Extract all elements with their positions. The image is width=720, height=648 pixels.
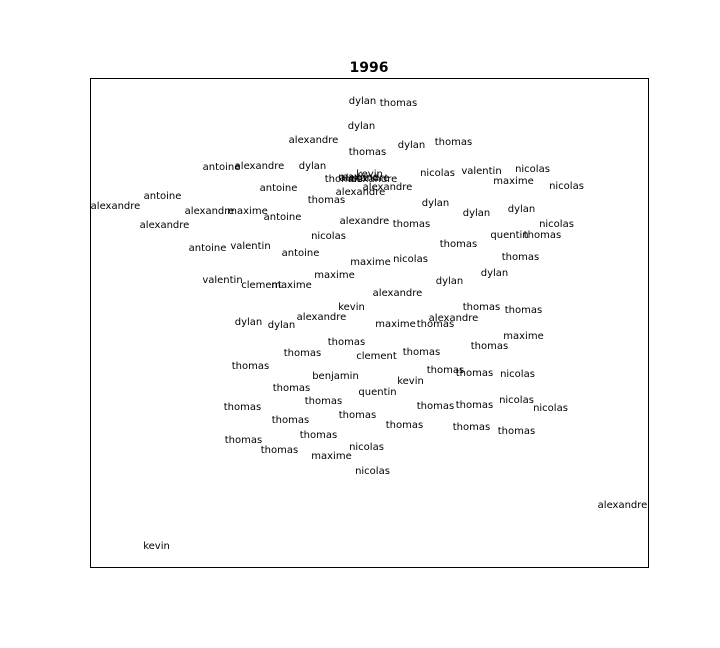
point-label: thomas	[498, 426, 535, 437]
point-label: antoine	[282, 248, 320, 259]
point-label: alexandre	[598, 500, 648, 511]
point-label: thomas	[524, 230, 561, 241]
point-label: thomas	[284, 348, 321, 359]
point-label: maxime	[375, 319, 415, 330]
point-label: dylan	[463, 208, 491, 219]
plot-frame	[90, 78, 649, 568]
point-label: thomas	[417, 401, 454, 412]
point-label: thomas	[272, 415, 309, 426]
point-label: kevin	[356, 169, 383, 180]
point-label: kevin	[143, 541, 170, 552]
point-label: clement	[241, 280, 282, 291]
point-label: thomas	[403, 347, 440, 358]
point-label: nicolas	[311, 231, 346, 242]
point-label: nicolas	[420, 168, 455, 179]
point-label: thomas	[440, 239, 477, 250]
point-label: clement	[356, 351, 397, 362]
point-label: thomas	[380, 98, 417, 109]
point-label: thomas	[386, 420, 423, 431]
point-label: benjamin	[312, 371, 359, 382]
point-label: alexandre	[348, 174, 398, 185]
point-label: dylan	[436, 276, 464, 287]
point-label: valentin	[461, 166, 501, 177]
point-label: dylan	[422, 198, 450, 209]
point-label: antoine	[189, 243, 227, 254]
point-label: antoine	[203, 162, 241, 173]
point-label: thomas	[417, 319, 454, 330]
point-label: alexandre	[429, 313, 479, 324]
point-label: nicolas	[549, 181, 584, 192]
point-label: maxime	[271, 280, 311, 291]
point-label: thomas	[393, 219, 430, 230]
point-label: valentin	[230, 241, 270, 252]
point-label: thomas	[300, 430, 337, 441]
point-label: dylan	[508, 204, 536, 215]
point-label: alexandre	[140, 220, 190, 231]
point-label: maxime	[227, 206, 267, 217]
point-label: alexandre	[289, 135, 339, 146]
point-label: thomas	[463, 302, 500, 313]
point-label: thomas	[224, 402, 261, 413]
point-label: quentin	[490, 230, 528, 241]
point-label: thomas	[427, 365, 464, 376]
point-label: maxime	[338, 172, 378, 183]
point-label: alexandre	[340, 216, 390, 227]
point-label: quentin	[358, 387, 396, 398]
point-label: dylan	[349, 96, 377, 107]
point-label: nicolas	[500, 369, 535, 380]
point-label: maxime	[314, 270, 354, 281]
point-label: alexandre	[185, 206, 235, 217]
point-label: maxime	[503, 331, 543, 342]
point-label: nicolas	[355, 466, 390, 477]
point-label: thomas	[471, 341, 508, 352]
point-label: nicolas	[499, 395, 534, 406]
point-label: alexandre	[340, 173, 390, 184]
point-label: alexandre	[297, 312, 347, 323]
point-label: antoine	[260, 183, 298, 194]
point-label: alexandre	[235, 161, 285, 172]
point-label: alexandre	[336, 187, 386, 198]
point-label: nicolas	[393, 254, 428, 265]
point-label: antoine	[264, 212, 302, 223]
point-label: dylan	[268, 320, 296, 331]
point-label: valentin	[202, 275, 242, 286]
point-label: thomas	[273, 383, 310, 394]
point-label: thomas	[325, 174, 362, 185]
point-label: thomas	[305, 396, 342, 407]
point-label: thomas	[339, 410, 376, 421]
point-label: dylan	[348, 121, 376, 132]
point-label: thomas	[308, 195, 345, 206]
point-label: thomas	[232, 361, 269, 372]
point-label: maxime	[493, 176, 533, 187]
chart-title: 1996	[350, 60, 389, 76]
point-label: maxime	[350, 257, 390, 268]
point-label: kevin	[397, 376, 424, 387]
point-label: dylan	[299, 161, 327, 172]
point-label: thomas	[349, 147, 386, 158]
point-label: thomas	[453, 422, 490, 433]
point-label: dylan	[481, 268, 509, 279]
point-label: maxime	[311, 451, 351, 462]
point-label: thomas	[435, 137, 472, 148]
point-label: thomas	[505, 305, 542, 316]
point-label: thomas	[502, 252, 539, 263]
point-label: thomas	[328, 337, 365, 348]
point-label: thomas	[456, 400, 493, 411]
point-label: thomas	[225, 435, 262, 446]
point-label: antoine	[144, 191, 182, 202]
point-label: nicolas	[539, 219, 574, 230]
point-label: dylan	[235, 317, 263, 328]
point-label: thomas	[456, 368, 493, 379]
point-label: alexandre	[91, 201, 141, 212]
point-label: dylan	[398, 140, 426, 151]
point-label: nicolas	[349, 442, 384, 453]
point-label: alexandre	[373, 288, 423, 299]
point-label: kevin	[338, 302, 365, 313]
point-label: nicolas	[515, 164, 550, 175]
point-label: thomas	[261, 445, 298, 456]
point-label: nicolas	[533, 403, 568, 414]
point-label: alexandre	[363, 182, 413, 193]
